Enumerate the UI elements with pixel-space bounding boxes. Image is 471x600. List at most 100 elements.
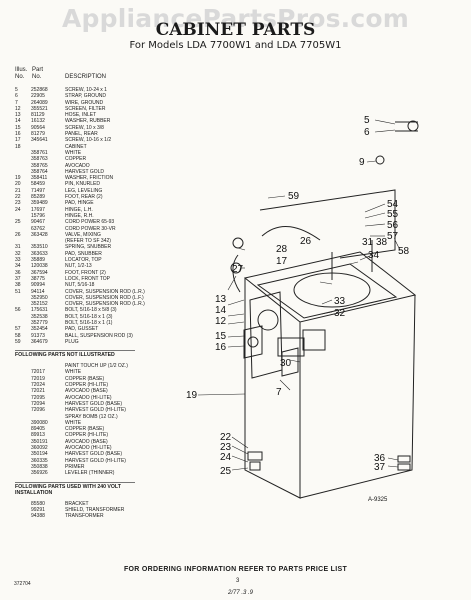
part-number: 99291 — [31, 506, 45, 513]
part-description: WIRE, GROUND — [65, 99, 104, 106]
illus-number: 23 — [15, 200, 21, 207]
illus-number: 59 — [15, 338, 21, 345]
illus-number: 57 — [15, 326, 21, 333]
part-number: 264089 — [31, 99, 48, 106]
ground-strap — [407, 120, 419, 132]
part-description: SCREW, 10-24 x 1 — [65, 87, 107, 93]
callout-57: 57 — [387, 231, 399, 242]
part-description: FOOT, REAR (2) — [65, 194, 103, 201]
callout-7: 7 — [276, 387, 282, 398]
callout-59: 59 — [288, 191, 300, 202]
illus-number: 51 — [15, 288, 21, 295]
part-description: HARVEST GOLD — [65, 168, 104, 175]
callout-15: 15 — [215, 331, 227, 342]
part-description: BOLT, 5/16-18 x 1 (1) — [65, 319, 113, 326]
illus-number: 24 — [15, 206, 21, 213]
part-number: 358411 — [31, 175, 48, 182]
illus-number: 38 — [15, 282, 21, 289]
part-description: COVER, SUSPENSION ROD (L.F.) — [65, 294, 144, 301]
part-number: 353510 — [31, 244, 48, 251]
part-description: WHITE — [65, 419, 82, 426]
mixing-valve — [257, 309, 279, 331]
part-description: PAD, GUSSET — [65, 326, 99, 333]
part-description: SPRING, SNUBBER — [65, 244, 112, 251]
part-number: 352538 — [31, 313, 48, 320]
part-number: 15796 — [31, 212, 45, 219]
part-description: HINGE, L.H. — [65, 206, 93, 213]
part-description: WASHER, RUBBER — [65, 118, 111, 125]
part-number: 352950 — [31, 294, 48, 301]
callout-34: 34 — [368, 250, 380, 261]
part-description: TRANSFORMER — [65, 513, 104, 520]
callout-6: 6 — [364, 127, 370, 138]
part-number: 350194 — [31, 451, 48, 458]
watermark-text: AppliancePartsPros.com — [61, 4, 410, 33]
part-description: COPPER (BASE) — [65, 375, 105, 382]
part-number: 72096 — [31, 407, 45, 414]
rear-foot — [247, 451, 263, 461]
part-number: 72024 — [31, 382, 45, 389]
part-description: COPPER (HI-LITE) — [65, 432, 109, 439]
illus-number: 15 — [15, 124, 21, 131]
part-number: 81279 — [31, 131, 45, 138]
illus-number: 21 — [15, 187, 21, 194]
part-number: 63762 — [31, 225, 45, 232]
cabinet-front-side — [299, 294, 416, 499]
ordering-footer: FOR ORDERING INFORMATION REFER TO PARTS … — [123, 566, 348, 573]
section-not-illustrated: FOLLOWING PARTS NOT ILLUSTRATED — [15, 350, 135, 359]
part-description: AVOCADO (BASE) — [65, 388, 108, 395]
header-part-label: Part — [32, 67, 44, 73]
part-number: 72094 — [31, 400, 45, 407]
front-foot — [397, 455, 411, 463]
part-number: 120038 — [31, 263, 48, 270]
part-number: 350191 — [31, 438, 48, 445]
part-description: COVER, SUSPENSION ROD (L.R.) — [65, 288, 145, 295]
illus-number: 18 — [15, 143, 21, 150]
part-number: 72017 — [31, 369, 45, 376]
callout-14: 14 — [215, 305, 227, 316]
part-number: 356926 — [31, 470, 48, 477]
part-description: PAD, SNUBBER — [65, 250, 102, 257]
callout-25: 25 — [220, 466, 232, 477]
leader-lines — [197, 119, 401, 471]
illus-number: 16 — [15, 131, 21, 138]
part-description: PANEL, REAR — [65, 131, 98, 138]
part-number: 363428 — [31, 231, 48, 238]
part-description: BOLT, 5/16-18 x 5/8 (3) — [65, 307, 117, 314]
console-bracket — [259, 189, 396, 259]
screw-hardware — [395, 121, 418, 132]
illus-number: 33 — [15, 257, 21, 264]
part-number: 91373 — [31, 332, 45, 339]
part-description: SCREW, 10-16 x 1/2 — [65, 137, 112, 144]
part-description: HARVEST GOLD (HI-LITE) — [65, 457, 126, 464]
page-subtitle: For Models LDA 7700W1 and LDA 7705W1 — [129, 40, 342, 51]
callout-27: 27 — [232, 264, 244, 275]
part-number: 38775 — [31, 275, 45, 282]
callout-24: 24 — [220, 452, 232, 463]
illus-number: 34 — [15, 263, 21, 270]
part-description: VALVE, MIXING — [65, 231, 101, 238]
illus-number: 56 — [15, 307, 21, 314]
part-number: 90564 — [31, 124, 45, 131]
part-number: 252868 — [31, 87, 48, 93]
part-description: AVOCADO — [65, 162, 90, 169]
part-description: PLUG — [65, 338, 79, 345]
callout-33: 33 — [334, 296, 346, 307]
part-description: WASHER, FRICTION — [65, 175, 114, 182]
